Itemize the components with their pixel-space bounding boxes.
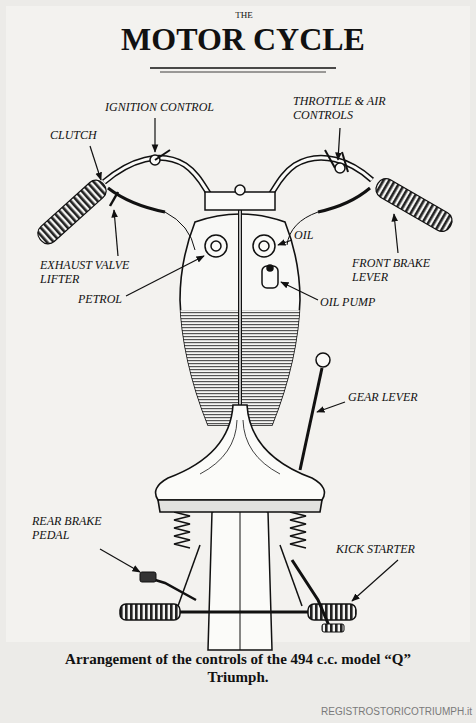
kick-starter xyxy=(322,624,344,632)
rear-mudguard xyxy=(178,506,302,650)
fuel-tank xyxy=(170,206,310,430)
handlebar xyxy=(34,158,455,248)
handlebar xyxy=(373,175,456,234)
handlebar xyxy=(34,176,110,247)
leader-arrows xyxy=(90,146,101,180)
footrests xyxy=(308,604,356,620)
handlebar-controls xyxy=(108,150,370,250)
part-label: CLUTCH xyxy=(50,128,130,142)
handlebar-controls xyxy=(110,192,118,206)
leader-arrows xyxy=(394,214,398,253)
gear-lever xyxy=(316,353,330,367)
title-logo: MOTOR CYCLE xyxy=(120,20,366,58)
kick-starter xyxy=(292,560,330,628)
rear-brake-pedal xyxy=(140,572,196,600)
part-label: FRONT BRAKE LEVER xyxy=(352,256,464,285)
part-label: PETROL xyxy=(78,292,158,306)
saddle-springs xyxy=(174,512,306,548)
leader-arrows xyxy=(352,560,398,601)
filler-caps xyxy=(259,241,269,251)
rear-mudguard xyxy=(280,545,302,606)
leader-arrows xyxy=(154,118,155,152)
handlebar-controls xyxy=(318,188,370,212)
part-label: OIL xyxy=(294,228,334,242)
leader-arrows xyxy=(317,402,345,412)
saddle-springs xyxy=(174,512,190,548)
leader-arrows xyxy=(278,240,292,245)
fuel-tank xyxy=(239,206,240,430)
handlebar-controls xyxy=(108,188,165,212)
watermark: REGISTROSTORICOTRIUMPH.it xyxy=(230,706,472,718)
rear-brake-pedal xyxy=(140,572,156,582)
rear-brake-pedal xyxy=(152,579,196,600)
filler-caps xyxy=(267,265,273,271)
handlebar-controls xyxy=(335,163,345,173)
page-frame xyxy=(160,72,326,73)
part-label: KICK STARTER xyxy=(336,542,464,556)
saddle xyxy=(243,420,280,474)
saddle-springs xyxy=(290,512,306,548)
filler-caps xyxy=(253,235,275,257)
leader-arrows xyxy=(114,210,118,256)
filler-caps xyxy=(211,241,221,251)
saddle xyxy=(156,405,325,500)
title-prefix: THE xyxy=(230,10,258,21)
page-frame xyxy=(150,67,336,69)
rear-mudguard xyxy=(208,506,272,650)
saddle xyxy=(158,500,322,512)
leader-arrows xyxy=(126,256,204,296)
footrests xyxy=(120,604,180,620)
part-label: IGNITION CONTROL xyxy=(105,100,275,114)
fuel-tank xyxy=(238,206,242,430)
filler-caps xyxy=(262,266,278,288)
part-label: THROTTLE & AIR CONTROLS xyxy=(293,94,403,123)
gear-lever xyxy=(300,353,330,470)
handlebar xyxy=(373,175,456,234)
part-label: GEAR LEVER xyxy=(348,390,458,404)
handlebar-controls xyxy=(325,150,335,168)
handlebar-controls xyxy=(165,212,195,250)
handlebar-controls xyxy=(155,150,170,160)
gear-lever xyxy=(300,368,322,470)
leader-arrows xyxy=(100,549,140,572)
caption: Arrangement of the controls of the 494 c… xyxy=(50,650,426,686)
leader-arrows xyxy=(281,282,318,300)
rear-mudguard xyxy=(240,508,241,650)
filler-caps xyxy=(205,235,227,257)
leader-arrows xyxy=(338,128,340,160)
part-label: REAR BRAKE PEDAL xyxy=(32,514,128,543)
leader-arrows xyxy=(90,118,398,601)
saddle xyxy=(156,405,325,512)
kick-starter xyxy=(292,560,344,632)
part-label: EXHAUST VALVE LIFTER xyxy=(40,258,162,287)
handlebar xyxy=(235,185,245,195)
part-label: OIL PUMP xyxy=(320,295,420,309)
handlebar xyxy=(34,176,110,247)
saddle xyxy=(200,420,237,474)
filler-caps xyxy=(205,235,278,288)
